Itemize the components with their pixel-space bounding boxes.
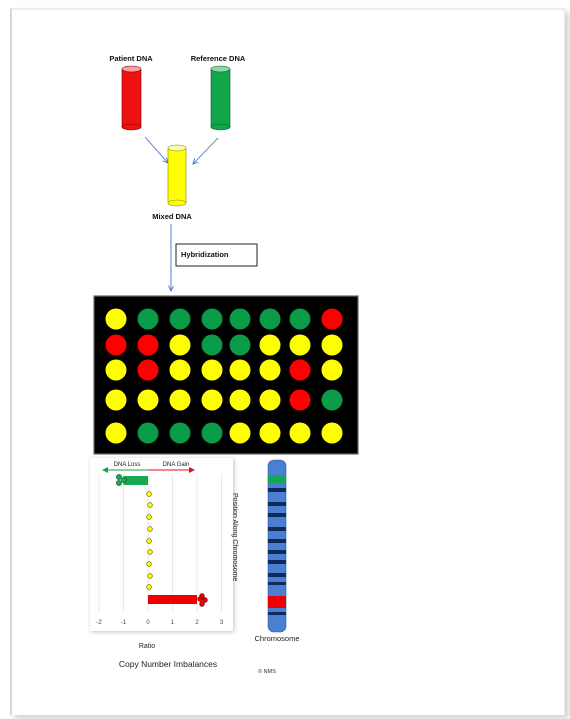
neutral-point	[147, 492, 152, 497]
array-spot	[202, 309, 223, 330]
array-spot	[202, 335, 223, 356]
ratio-tick-label: -1	[121, 620, 127, 626]
array-spot	[260, 360, 281, 381]
patient-dna-tube	[122, 66, 141, 130]
array-spot	[230, 335, 251, 356]
array-spot	[202, 423, 223, 444]
ratio-tick-label: -2	[96, 620, 102, 626]
mixed-dna-tube	[168, 145, 186, 206]
array-spot	[106, 390, 127, 411]
array-spot	[138, 335, 159, 356]
microarray-panel	[94, 296, 358, 454]
chromosome-ideogram	[268, 460, 286, 632]
neutral-point	[147, 539, 152, 544]
dna-gain-bar	[148, 595, 197, 604]
array-spot	[260, 335, 281, 356]
array-spot	[170, 309, 191, 330]
reference-to-mixed-arrow	[193, 138, 218, 164]
neutral-point	[147, 585, 152, 590]
patient-to-mixed-arrow	[145, 137, 168, 163]
array-spot	[290, 360, 311, 381]
loss-point	[116, 480, 121, 485]
array-spot	[202, 360, 223, 381]
array-spot	[106, 335, 127, 356]
mixed-dna-label: Mixed DNA	[152, 212, 192, 221]
array-spot	[230, 360, 251, 381]
neutral-point	[148, 503, 153, 508]
patient-dna-label: Patient DNA	[109, 54, 153, 63]
array-spot	[138, 423, 159, 444]
array-spot	[290, 335, 311, 356]
hybridization-label: Hybridization	[181, 250, 229, 259]
loss-point	[121, 477, 126, 482]
array-spot	[230, 309, 251, 330]
array-spot	[290, 309, 311, 330]
array-spot	[170, 390, 191, 411]
array-spot	[322, 360, 343, 381]
neutral-point	[147, 515, 152, 520]
neutral-point	[148, 527, 153, 532]
array-spot	[290, 423, 311, 444]
array-spot	[170, 335, 191, 356]
reference-dna-label: Reference DNA	[191, 54, 246, 63]
array-spot	[322, 390, 343, 411]
array-spot	[322, 335, 343, 356]
neutral-point	[148, 550, 153, 555]
gain-point	[198, 597, 203, 602]
reference-dna-tube	[211, 66, 230, 130]
array-spot	[106, 360, 127, 381]
ratio-axis-label: Ratio	[139, 643, 155, 650]
dna-loss-label: DNA Loss	[114, 462, 141, 468]
array-spot	[138, 360, 159, 381]
array-spot	[170, 423, 191, 444]
dna-loss-bar	[124, 476, 149, 485]
position-along-chromosome-label: Position Along Chromosome	[231, 493, 238, 581]
array-spot	[290, 390, 311, 411]
array-spot	[138, 309, 159, 330]
array-spot	[106, 423, 127, 444]
array-spot	[322, 309, 343, 330]
array-spot	[230, 390, 251, 411]
nms-credit: © NMS	[258, 668, 276, 675]
chromosome-label: Chromosome	[254, 634, 299, 643]
copy-number-imbalances-caption: Copy Number Imbalances	[119, 659, 217, 669]
array-spot	[260, 390, 281, 411]
dna-gain-label: DNA Gain	[163, 462, 190, 468]
array-spot	[138, 390, 159, 411]
array-spot	[202, 390, 223, 411]
array-spot	[230, 423, 251, 444]
neutral-point	[148, 574, 153, 579]
gain-point	[200, 602, 205, 607]
array-spot	[170, 360, 191, 381]
array-spot	[260, 309, 281, 330]
array-spot	[106, 309, 127, 330]
loss-point	[116, 474, 121, 479]
array-spot	[260, 423, 281, 444]
array-spot	[322, 423, 343, 444]
neutral-point	[147, 562, 152, 567]
